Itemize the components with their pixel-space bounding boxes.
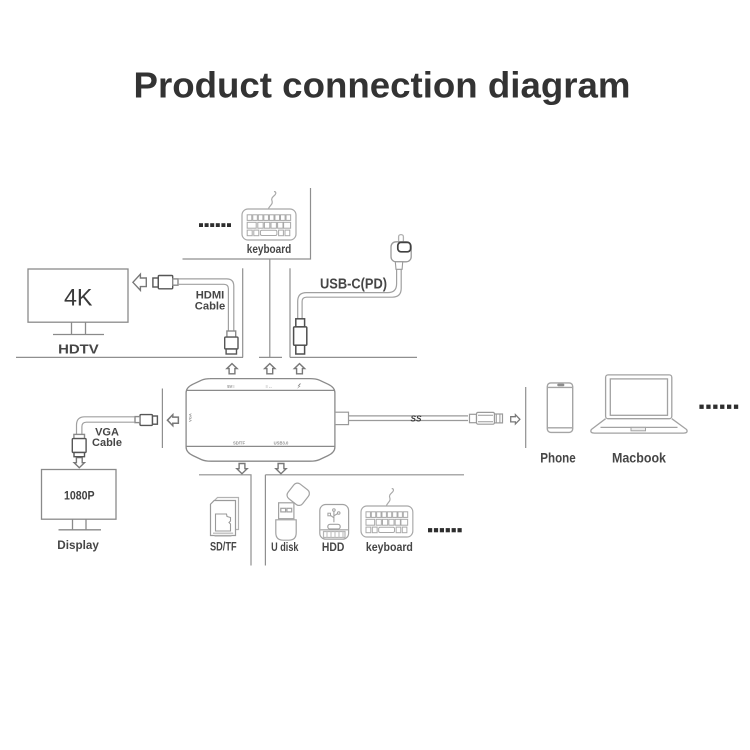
- svg-text:USB3.0: USB3.0: [274, 441, 289, 446]
- svg-text:Cable: Cable: [195, 301, 225, 313]
- svg-text:SS: SS: [411, 415, 422, 424]
- svg-text:Display: Display: [57, 538, 99, 552]
- svg-text:4K: 4K: [64, 284, 93, 311]
- svg-text:SD/TF: SD/TF: [233, 441, 246, 446]
- svg-text:HDMI: HDMI: [196, 290, 225, 302]
- svg-text:SD/TF: SD/TF: [210, 541, 237, 553]
- svg-text:Product connection diagram: Product connection diagram: [134, 65, 631, 106]
- svg-text:5V≡: 5V≡: [227, 384, 235, 389]
- svg-text:Phone: Phone: [540, 449, 576, 465]
- svg-text:USB-C(PD): USB-C(PD): [320, 277, 387, 293]
- svg-text:VGA: VGA: [188, 413, 193, 422]
- svg-text:keyboard: keyboard: [366, 540, 413, 554]
- svg-text:Macbook: Macbook: [612, 450, 666, 466]
- svg-text:U disk: U disk: [271, 542, 299, 554]
- svg-text:HDTV: HDTV: [58, 343, 99, 357]
- svg-text:VGA: VGA: [95, 426, 119, 438]
- svg-text:HDD: HDD: [322, 540, 345, 554]
- svg-text:Cable: Cable: [92, 437, 122, 449]
- svg-text:1080P: 1080P: [64, 491, 95, 503]
- svg-text:keyboard: keyboard: [247, 242, 292, 256]
- svg-text:≡↔: ≡↔: [266, 384, 273, 389]
